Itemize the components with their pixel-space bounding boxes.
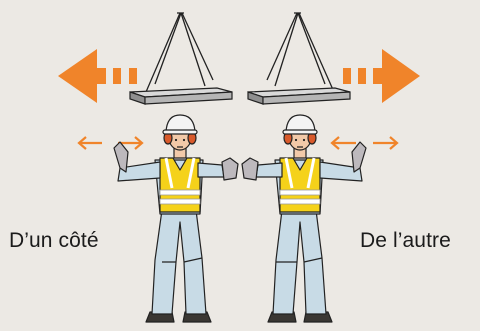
suspended-load-right-icon bbox=[248, 13, 350, 104]
caption-left: D’un côté bbox=[9, 229, 99, 253]
suspended-load-left-icon bbox=[130, 13, 232, 104]
arrow-right-icon bbox=[343, 49, 420, 103]
double-arrow-left-icon bbox=[79, 137, 142, 149]
arrow-left-icon bbox=[58, 49, 137, 103]
signal-worker-right-icon bbox=[242, 115, 366, 322]
caption-right: De l’autre bbox=[360, 229, 451, 253]
signal-worker-left-icon bbox=[114, 115, 238, 322]
